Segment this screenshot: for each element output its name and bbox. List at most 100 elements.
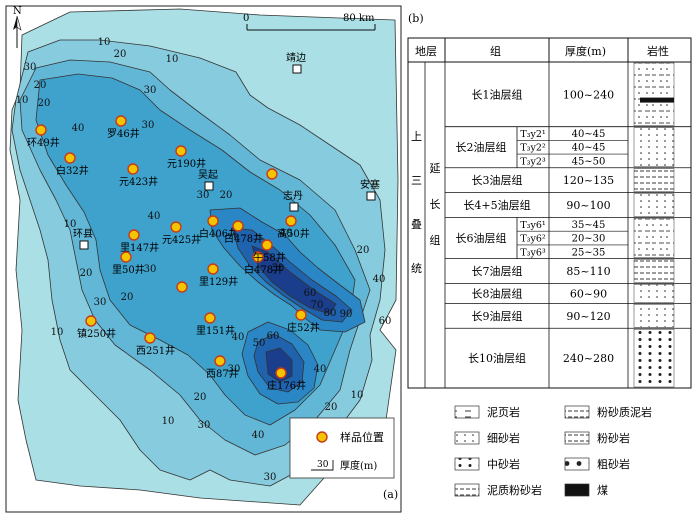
well-marker: 里129井 (199, 263, 238, 288)
contour-label: 20 (357, 245, 370, 256)
formation-label-char: 长 (430, 198, 441, 211)
contour-label: 20 (34, 80, 47, 91)
well-label: 镇250井 (77, 327, 116, 340)
city-square-icon (292, 64, 302, 74)
lithology-column (633, 127, 675, 168)
contour-label: 30 (144, 264, 157, 275)
well-marker: 里151井 (196, 312, 235, 337)
silty-mudstone-icon (564, 405, 590, 419)
legend-contour-label: 厚度(m) (340, 459, 377, 472)
city-marker: 吴起 (198, 169, 218, 191)
well-marker: 元425井 (162, 221, 201, 246)
well-dot-icon (35, 124, 47, 136)
group-name: 长9油层组 (472, 309, 523, 323)
era-label-char: 三 (411, 174, 422, 187)
contour-label: 40 (232, 332, 245, 343)
contour-label: 30 (94, 297, 107, 308)
group-name: 长1油层组 (472, 87, 523, 101)
well-label: 西251井 (136, 344, 175, 357)
well-label: 白32井 (56, 164, 89, 177)
lithology-column (633, 329, 675, 388)
contour-label: 30 (228, 364, 241, 375)
well-marker: 白32井 (56, 152, 89, 177)
well-label: 里129井 (199, 275, 238, 288)
scale-max: 80 km (343, 13, 375, 24)
contour-label: 60 (267, 331, 280, 342)
lithology-column (633, 168, 675, 192)
city-marker: 志丹 (283, 189, 303, 212)
lithology-column (633, 304, 675, 328)
legend-item-coal: 煤 (564, 483, 608, 497)
contour-label: 60 (379, 316, 392, 327)
contour-label: 20 (121, 292, 134, 303)
well-marker: 元190井 (167, 145, 206, 170)
subgroup-thickness: 25~35 (572, 247, 606, 258)
group-thickness: 120~135 (563, 174, 614, 187)
city-square-icon (79, 240, 89, 250)
medium-sandstone-icon (454, 457, 480, 471)
subgroup-name: T₃y2² (520, 143, 546, 154)
contour-label: 10 (51, 327, 64, 338)
well-label: 庄176井 (267, 379, 306, 392)
contour-label: 70 (311, 300, 324, 311)
well-marker: 午58井 (253, 239, 286, 264)
zone-gt70 (251, 245, 337, 315)
well-marker: 里50井 (112, 251, 145, 276)
contour-label: 40 (252, 430, 265, 441)
well-marker (266, 168, 278, 180)
legend-item-fine-sandstone: 细砂岩 (454, 431, 520, 445)
strat-header: 地层 组 厚度(m) 岩性 (407, 37, 692, 63)
legend-label: 粉砂岩 (597, 431, 630, 445)
contour-label: 40 (72, 123, 85, 134)
group-thickness: 90~100 (566, 199, 610, 212)
subgroup-name: T₃y2¹ (520, 129, 546, 140)
subgroup-name: T₃y6¹ (520, 220, 546, 231)
well-dot-icon (170, 221, 182, 233)
subgroup-thickness: 40~45 (572, 143, 606, 154)
well-dot-icon (295, 309, 307, 321)
well-dot-icon (266, 168, 278, 180)
panel-b-label: (b) (408, 12, 424, 25)
contour-label: 10 (64, 219, 77, 230)
lithology-column (633, 193, 675, 217)
lithology-legend: 泥页岩粉砂质泥岩细砂岩粉砂岩中砂岩粗砂岩泥质粉砂岩煤 (454, 405, 652, 497)
legend-item-mudstone: 泥页岩 (454, 405, 520, 419)
legend-well-label: 样品位置 (340, 430, 384, 444)
well-dot-icon (175, 145, 187, 157)
legend-label: 粉砂质泥岩 (597, 405, 652, 419)
legend-contour-line (311, 460, 334, 471)
well-markers: 环49井罗46井白32井元190井元423井白406井白478井高50井里147… (27, 115, 320, 392)
well-dot-icon (176, 281, 188, 293)
scale-bar: 0 80 km (243, 13, 376, 31)
contour-label: 20 (194, 392, 207, 403)
north-arrow: N (13, 6, 22, 48)
legend-label: 煤 (597, 484, 608, 497)
city-marker: 安塞 (360, 178, 380, 201)
group-name: 长3油层组 (472, 173, 523, 187)
city-label: 安塞 (360, 178, 380, 191)
group-thickness: 100~240 (563, 88, 614, 101)
well-label: 庄52井 (287, 321, 320, 334)
subgroup-thickness: 20~30 (572, 234, 606, 245)
well-label: 罗46井 (107, 127, 140, 140)
lithology-column (633, 218, 675, 258)
legend-label: 中砂岩 (487, 457, 520, 471)
well-dot-icon (261, 239, 273, 251)
contour-label: 20 (80, 268, 93, 279)
well-marker: 庄176井 (267, 367, 306, 392)
contour-label: 20 (325, 402, 338, 413)
contour-label: 30 (198, 420, 211, 431)
contour-label: 50 (253, 338, 266, 349)
well-label: 西87井 (206, 367, 239, 380)
well-dot-icon (214, 355, 226, 367)
group-name: 长10油层组 (468, 351, 526, 365)
well-label: 元425井 (162, 233, 201, 246)
strat-row: 长1油层组 100~240 (472, 62, 675, 126)
well-marker: 白478井 (244, 251, 283, 276)
